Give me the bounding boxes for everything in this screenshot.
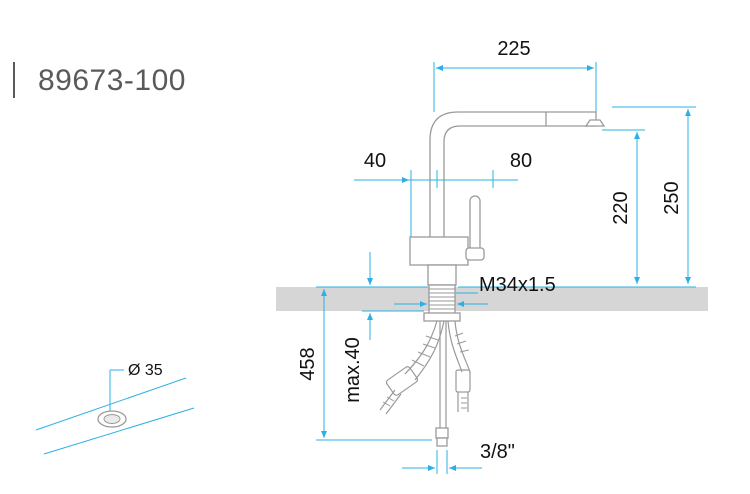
title-accent-bar: [13, 62, 15, 98]
dim-hose-connection: 3/8": [480, 441, 515, 463]
dim-below-total: 458: [297, 347, 319, 380]
dim-right-offset: 80: [510, 150, 532, 172]
dim-left-offset: 40: [364, 150, 386, 172]
thread-hatching: [429, 288, 455, 310]
dim-thread: M34x1.5: [479, 274, 556, 296]
hose-corrugation: [382, 332, 470, 409]
dim-spout-reach: 225: [497, 38, 530, 60]
dim-height-total: 250: [661, 181, 683, 214]
product-code: 89673-100: [38, 64, 186, 97]
hole-detail: [35, 377, 195, 455]
dim-height-inner: 220: [610, 191, 632, 224]
supply-hoses: [379, 320, 471, 428]
dimension-lines: [109, 62, 696, 474]
mounting-hole: [97, 410, 127, 428]
faucet-body: [409, 111, 606, 447]
dim-max-deck: max.40: [342, 337, 364, 403]
countertop: [276, 287, 708, 311]
dim-hole-diameter: Ø 35: [128, 362, 163, 379]
